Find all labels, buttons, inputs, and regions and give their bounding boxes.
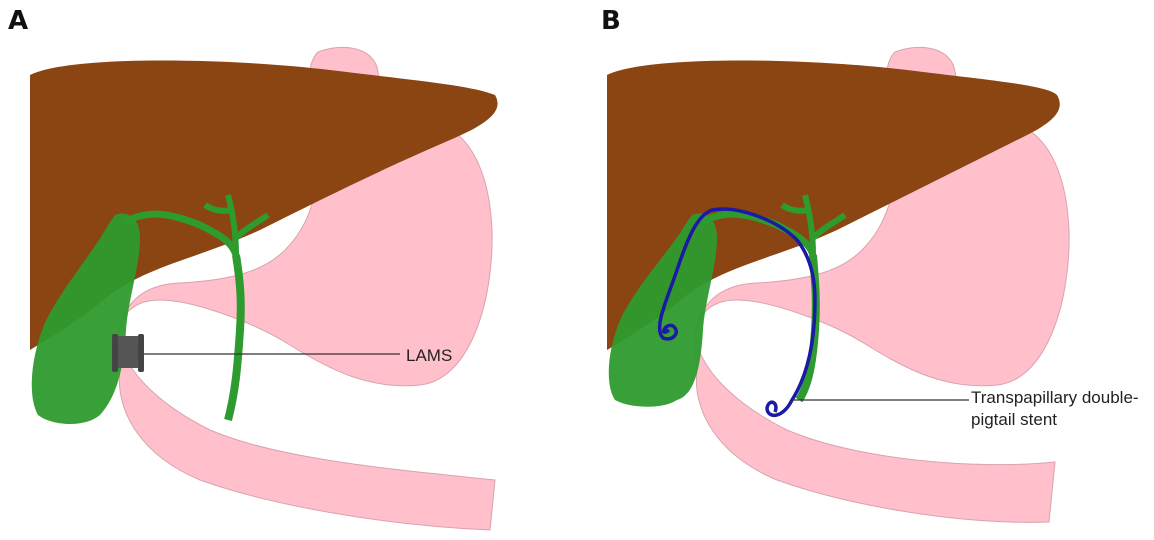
panel-a: A [0, 0, 577, 540]
stent-label-line2: pigtail stent [971, 409, 1139, 431]
stent-label-line1: Transpapillary double- [971, 387, 1139, 409]
panel-a-letter: A [8, 6, 28, 36]
panel-b: B [577, 0, 1154, 540]
panel-b-letter: B [601, 6, 621, 36]
lams-stent [112, 334, 144, 372]
stent-label: Transpapillary double- pigtail stent [971, 387, 1139, 431]
panel-a-illustration [0, 0, 577, 540]
panel-b-illustration [577, 0, 1154, 540]
lams-label: LAMS [406, 345, 452, 367]
